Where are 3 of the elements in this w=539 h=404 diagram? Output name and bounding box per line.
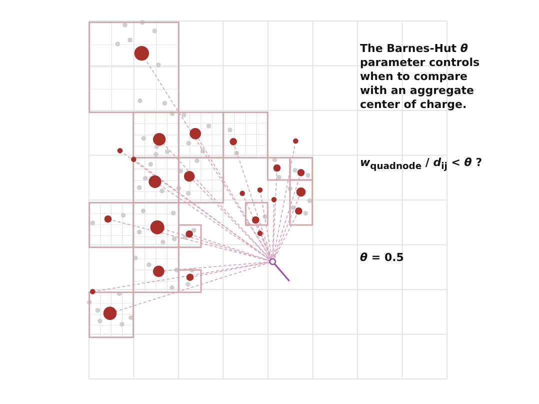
- parameter-value: θ = 0.5: [360, 251, 405, 265]
- note-text: The Barnes-Hut θ parameter controls when to compare with an aggregate center of charge.: [360, 42, 481, 112]
- formula-text: w$_{quadnode}$ / d$_{ij}$ < θ ?: [360, 156, 484, 174]
